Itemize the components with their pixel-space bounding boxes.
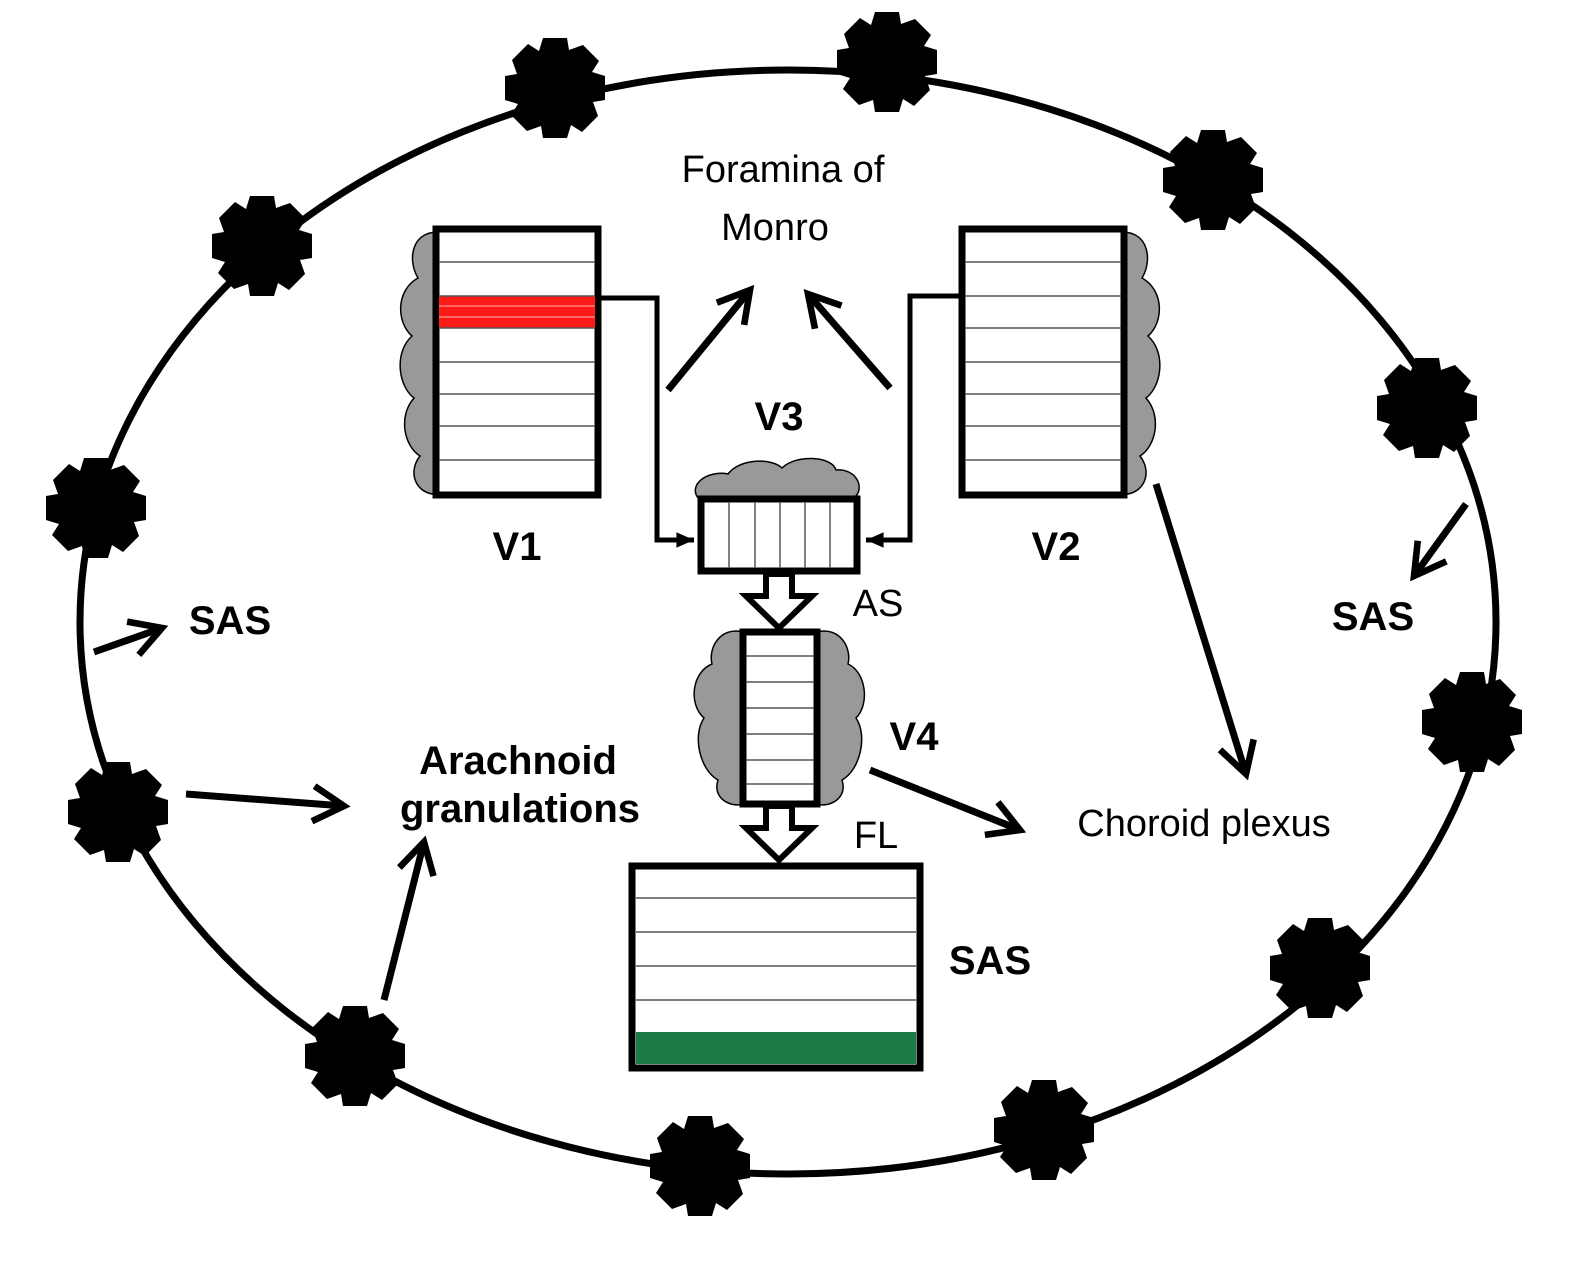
arrow-v4-to-choroid [868, 766, 1020, 830]
choroid-cloud-v4-right [815, 630, 866, 806]
choroid-cloud-v3 [694, 457, 860, 499]
label-sas-right: SAS [1332, 595, 1414, 639]
granulation-gear-icon [1163, 130, 1263, 230]
granulation-gear-icon [1377, 358, 1477, 458]
granulation-gear-icon [1270, 918, 1370, 1018]
ventricle-v2 [958, 225, 1161, 499]
arrow-to-foramina-right [808, 294, 893, 391]
label-arachnoid-line1: Arachnoid [419, 739, 617, 783]
arrow-to-foramina-left [665, 290, 750, 393]
label-v3: V3 [755, 395, 804, 439]
granulation-gear-icon [1422, 672, 1522, 772]
sas-box [628, 862, 924, 1072]
granulation-gear-icon [650, 1116, 750, 1216]
label-fl: FL [854, 815, 898, 857]
arrow-bottom-gear-to-arachnoid [380, 842, 424, 1001]
granulation-gear-icon [505, 38, 605, 138]
label-foramina-line2: Monro [721, 207, 829, 249]
green-band [636, 1032, 916, 1064]
granulation-gear-icon [994, 1080, 1094, 1180]
label-v2: V2 [1032, 525, 1081, 569]
arrow-to-sas-left [92, 628, 162, 652]
arrow-to-sas-right [1414, 501, 1469, 576]
choroid-cloud-v1 [399, 231, 439, 495]
ventricle-v4 [693, 628, 866, 808]
arrow-gear-to-arachnoid [185, 794, 344, 806]
hollow-arrow-as [738, 571, 820, 633]
choroid-cloud-v2 [1121, 231, 1161, 495]
ventricle-v1 [399, 225, 602, 499]
label-foramina-line1: Foramina of [682, 149, 885, 191]
label-sas-bottom: SAS [949, 939, 1031, 983]
label-choroid-plexus: Choroid plexus [1077, 803, 1330, 845]
label-v1: V1 [493, 525, 542, 569]
hollow-arrow-fl [738, 803, 820, 865]
skull-ellipse [76, 66, 1500, 1178]
granulation-gear-icon [837, 12, 937, 112]
label-sas-left: SAS [189, 599, 271, 643]
choroid-cloud-v4-left [693, 630, 745, 806]
label-arachnoid-line2: granulations [400, 787, 640, 831]
arrow-v2-to-v3 [866, 293, 962, 548]
granulation-gear-icon [305, 1006, 405, 1106]
granulation-gear-icon [46, 458, 146, 558]
red-band [439, 296, 595, 328]
label-as: AS [853, 583, 904, 625]
granulation-gear-icon [212, 196, 312, 296]
label-v4: V4 [890, 715, 940, 759]
granulation-gear-icon [68, 762, 168, 862]
ventricle-v3 [694, 457, 861, 575]
arrow-v1-to-v3 [598, 295, 694, 548]
arrow-v2-to-choroid [1152, 482, 1246, 774]
